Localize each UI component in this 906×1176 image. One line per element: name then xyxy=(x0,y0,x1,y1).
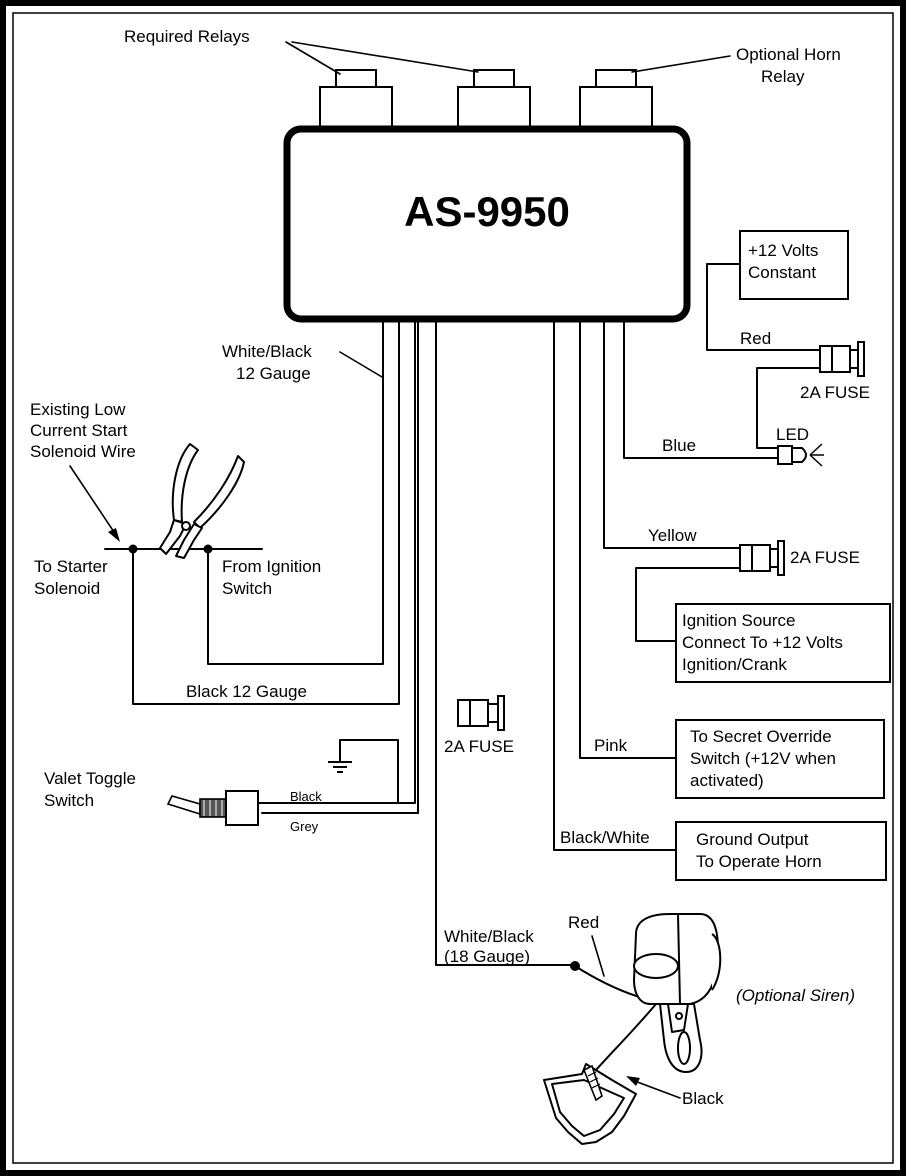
valet-label-1: Valet Toggle xyxy=(44,769,136,788)
wire-cutters-icon xyxy=(159,443,245,559)
white-black-18-wire xyxy=(435,319,574,966)
red-label: Red xyxy=(740,329,771,348)
solenoid-dot-left xyxy=(128,544,138,554)
relay-3 xyxy=(579,69,653,132)
white-black-12-label-2: 12 Gauge xyxy=(236,364,311,383)
siren-black-pointer xyxy=(631,1079,681,1099)
svg-text:Connect To +12 Volts: Connect To +12 Volts xyxy=(682,633,843,652)
siren-label: (Optional Siren) xyxy=(736,986,855,1005)
fuse-yellow xyxy=(739,540,785,576)
existing-wire-label-3: Solenoid Wire xyxy=(30,442,136,461)
red-wire-constant xyxy=(706,263,821,351)
black-white-label: Black/White xyxy=(560,828,650,847)
chassis-ground-icon xyxy=(543,1063,637,1145)
siren-red-label: Red xyxy=(568,913,599,932)
svg-text:To Operate Horn: To Operate Horn xyxy=(696,852,822,871)
fuse-red xyxy=(819,341,865,377)
red-wire-led xyxy=(756,367,841,449)
valet-label-2: Switch xyxy=(44,791,94,810)
led-icon xyxy=(777,443,824,467)
led-label: LED xyxy=(776,425,809,444)
svg-text:To Secret Override: To Secret Override xyxy=(690,727,832,746)
relay-1 xyxy=(319,69,393,132)
from-ignition-label-2: Switch xyxy=(222,579,272,598)
white-black-18-label-1: White/Black xyxy=(444,927,534,946)
inner-frame xyxy=(12,12,894,1164)
svg-text:Ignition Source: Ignition Source xyxy=(682,611,795,630)
to-starter-label-1: To Starter xyxy=(34,557,108,576)
siren-black-wire xyxy=(595,1003,657,1071)
svg-text:Switch (+12V when: Switch (+12V when xyxy=(690,749,836,768)
white-black-12-pointer xyxy=(339,351,383,378)
pink-label: Pink xyxy=(594,736,628,755)
svg-text:Constant: Constant xyxy=(748,263,816,282)
white-black-12-wire xyxy=(207,319,384,665)
horn-box: Ground Output To Operate Horn xyxy=(675,821,887,881)
optional-horn-label-2: Relay xyxy=(761,67,805,86)
module-name: AS-9950 xyxy=(404,188,570,235)
siren-red-pointer xyxy=(591,935,605,977)
valet-black-wire xyxy=(257,319,416,804)
white-black-18-label-2: (18 Gauge) xyxy=(444,947,530,966)
from-ignition-label-1: From Ignition xyxy=(222,557,321,576)
blue-label: Blue xyxy=(662,436,696,455)
pink-wire xyxy=(579,319,677,759)
valet-ground-wire xyxy=(339,739,399,804)
fuse-white-black-label: 2A FUSE xyxy=(444,737,514,756)
existing-wire-pointer xyxy=(69,465,119,539)
black-white-wire xyxy=(553,319,677,851)
solenoid-dot-right xyxy=(203,544,213,554)
blue-wire xyxy=(623,319,779,459)
switch-black-label: Black xyxy=(290,789,322,804)
svg-text:Ignition/Crank: Ignition/Crank xyxy=(682,655,787,674)
existing-wire-arrowhead xyxy=(108,528,120,542)
ignition-box: Ignition Source Connect To +12 Volts Ign… xyxy=(675,603,891,683)
white-black-12-label-1: White/Black xyxy=(222,342,312,361)
required-relays-pointer xyxy=(285,41,479,75)
module-box xyxy=(283,125,691,323)
valet-switch-icon[interactable] xyxy=(166,790,259,826)
svg-text:Ground Output: Ground Output xyxy=(696,830,809,849)
switch-grey-label: Grey xyxy=(290,819,319,834)
optional-horn-label-1: Optional Horn xyxy=(736,45,841,64)
fuse-yellow-label: 2A FUSE xyxy=(790,548,860,567)
screw-icon xyxy=(582,1064,603,1102)
relay-2 xyxy=(457,69,531,132)
fuse-red-label: 2A FUSE xyxy=(800,383,870,402)
constant-box: +12 Volts Constant xyxy=(739,230,849,300)
existing-wire-label-1: Existing Low xyxy=(30,400,126,419)
svg-text:activated): activated) xyxy=(690,771,764,790)
override-box: To Secret Override Switch (+12V when act… xyxy=(675,719,885,799)
siren-icon xyxy=(633,913,722,1073)
siren-black-label: Black xyxy=(682,1089,724,1108)
yellow-label: Yellow xyxy=(648,526,697,545)
fuse-white-black xyxy=(457,695,505,731)
yellow-wire xyxy=(603,319,741,549)
ground-icon xyxy=(328,761,352,773)
existing-wire-label-2: Current Start xyxy=(30,421,128,440)
to-starter-label-2: Solenoid xyxy=(34,579,100,598)
siren-black-arrowhead xyxy=(626,1076,640,1086)
required-relays-label: Required Relays xyxy=(124,27,250,46)
black-12-label: Black 12 Gauge xyxy=(186,682,307,701)
black-12-wire xyxy=(132,319,400,705)
optional-relay-pointer xyxy=(631,55,731,73)
svg-text:+12 Volts: +12 Volts xyxy=(748,241,818,260)
yellow-wire-out xyxy=(635,567,761,642)
